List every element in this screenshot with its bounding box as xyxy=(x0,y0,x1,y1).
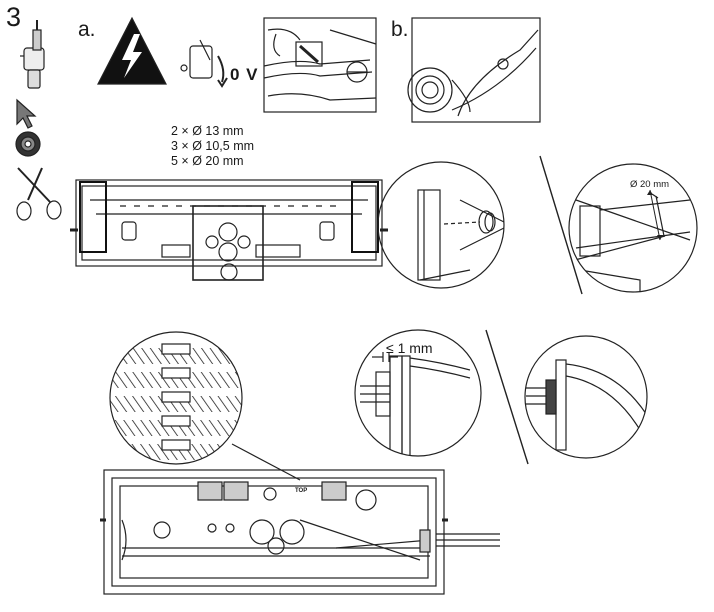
diameter-label: Ø 20 mm xyxy=(630,179,670,190)
step-number: 3 xyxy=(6,2,22,32)
label-b: b. xyxy=(391,18,409,41)
grommet-insert-detail xyxy=(377,161,505,289)
wire-clamp-detail xyxy=(263,17,377,113)
hole-spec-13: 2 × Ø 13 mm xyxy=(171,124,244,138)
hole-20mm-detail xyxy=(568,163,698,293)
switch-off-icon xyxy=(180,39,228,88)
diameter-arrow xyxy=(647,189,663,241)
grommet-icon xyxy=(15,131,41,157)
top-label: TOP xyxy=(295,488,308,494)
cursor-icon xyxy=(16,98,37,129)
scissors-icon xyxy=(16,167,62,221)
high-voltage-warning-icon xyxy=(97,16,167,85)
cut-grommet-detail xyxy=(407,17,541,123)
grommet-seated-detail xyxy=(524,335,648,459)
gap-label: ≤ 1 mm xyxy=(386,340,433,356)
hole-specs: 2 × Ø 13 mm 3 × Ø 10,5 mm 5 × Ø 20 mm xyxy=(171,124,254,169)
drill-icon xyxy=(20,20,45,89)
label-a: a. xyxy=(78,18,96,41)
hole-spec-10-5: 3 × Ø 10,5 mm xyxy=(171,139,255,153)
hatch-detail xyxy=(109,331,243,465)
top-enclosure xyxy=(70,179,388,281)
voltage-label: 0 V xyxy=(230,65,259,84)
bottom-enclosure xyxy=(100,469,500,595)
hole-spec-20: 5 × Ø 20 mm xyxy=(171,154,244,168)
gap-detail xyxy=(354,329,482,457)
